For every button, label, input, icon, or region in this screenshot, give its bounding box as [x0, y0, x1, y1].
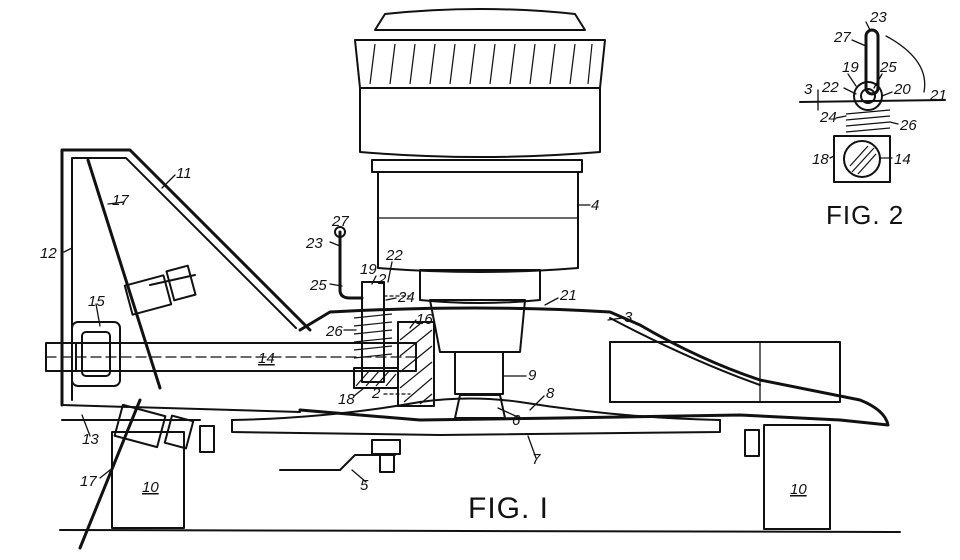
motor-base — [429, 299, 526, 353]
shaft-9 — [454, 351, 504, 395]
label-18: 18 — [338, 391, 355, 408]
fig2-label-23: 23 — [869, 9, 887, 26]
side-frame-11 — [60, 148, 312, 407]
fig2-label-24: 24 — [819, 109, 837, 126]
label-2-bottom: 2 — [371, 385, 381, 402]
fig2-label-14: 14 — [894, 151, 911, 168]
label-22: 22 — [385, 247, 403, 264]
fig2-label-19: 19 — [842, 59, 859, 76]
label-16: 16 — [416, 311, 433, 328]
blade-7 — [231, 419, 721, 436]
motor-housing — [377, 171, 579, 273]
label-17-lower: 17 — [80, 473, 97, 490]
bearing-15 — [71, 321, 121, 387]
label-27: 27 — [331, 213, 349, 230]
label-5: 5 — [360, 477, 369, 494]
fig2-label-25: 25 — [879, 59, 897, 76]
label-14: 14 — [258, 350, 275, 367]
handle-27 — [338, 230, 364, 300]
fig2-block-18 — [833, 135, 891, 183]
cutter-17-upper — [86, 158, 162, 390]
spring-26 — [353, 313, 393, 359]
label-9: 9 — [528, 367, 537, 384]
label-7: 7 — [532, 451, 541, 468]
fig2-pivot-19 — [853, 81, 883, 111]
label-23: 23 — [305, 235, 323, 252]
ground-line — [59, 529, 901, 533]
fig2-shaft-14 — [843, 140, 881, 178]
label-4: 4 — [591, 197, 599, 214]
label-17-upper: 17 — [112, 192, 129, 209]
fig2-label-27: 27 — [833, 29, 851, 46]
rear-box — [609, 341, 841, 403]
fig2-swing-arc — [885, 35, 926, 93]
motor-collar — [371, 159, 583, 173]
motor-fins — [369, 43, 593, 85]
label-11: 11 — [176, 165, 192, 182]
cutter-17-lower — [78, 398, 142, 550]
label-25: 25 — [309, 277, 327, 294]
label-21: 21 — [559, 287, 577, 304]
deck-housing-3 — [298, 306, 890, 427]
label-13: 13 — [82, 431, 99, 448]
label-3: 3 — [624, 309, 633, 326]
fig2-drawing: 23 27 19 25 22 3 20 21 24 26 18 14 FIG. … — [799, 9, 947, 230]
fig2-label-18: 18 — [812, 151, 829, 168]
gear-16 — [397, 321, 435, 407]
label-24: 24 — [397, 289, 415, 306]
motor-cap — [374, 8, 586, 31]
label-2-top: 2 — [377, 271, 387, 288]
motor-lower-flange — [419, 269, 541, 304]
blade-disc-8 — [231, 397, 721, 421]
fig2-label-21: 21 — [929, 87, 947, 104]
blade-hub-6 — [454, 394, 506, 419]
wheel-left — [111, 431, 185, 529]
label-10-right: 10 — [790, 481, 807, 498]
label-10-left: 10 — [142, 479, 159, 496]
fig1-drawing: 4 11 12 17 15 14 13 17 10 10 5 7 6 8 9 3… — [40, 8, 901, 550]
lever-5 — [279, 454, 396, 471]
label-8: 8 — [546, 385, 555, 402]
label-12: 12 — [40, 245, 57, 262]
label-6: 6 — [512, 412, 521, 429]
fig2-label-20: 20 — [893, 81, 911, 98]
fig1-caption: FIG. I — [468, 492, 549, 525]
label-26: 26 — [325, 323, 343, 340]
fig2-label-3: 3 — [804, 81, 813, 98]
fig2-label-22: 22 — [821, 79, 839, 96]
motor-upper-body — [359, 87, 601, 158]
fig2-handle-27 — [864, 28, 880, 96]
label-19: 19 — [360, 261, 377, 278]
fig2-label-26: 26 — [899, 117, 917, 134]
fig2-spring-26 — [845, 109, 891, 133]
fig2-caption: FIG. 2 — [826, 200, 904, 230]
wheel-right — [763, 424, 831, 530]
label-15: 15 — [88, 293, 105, 310]
